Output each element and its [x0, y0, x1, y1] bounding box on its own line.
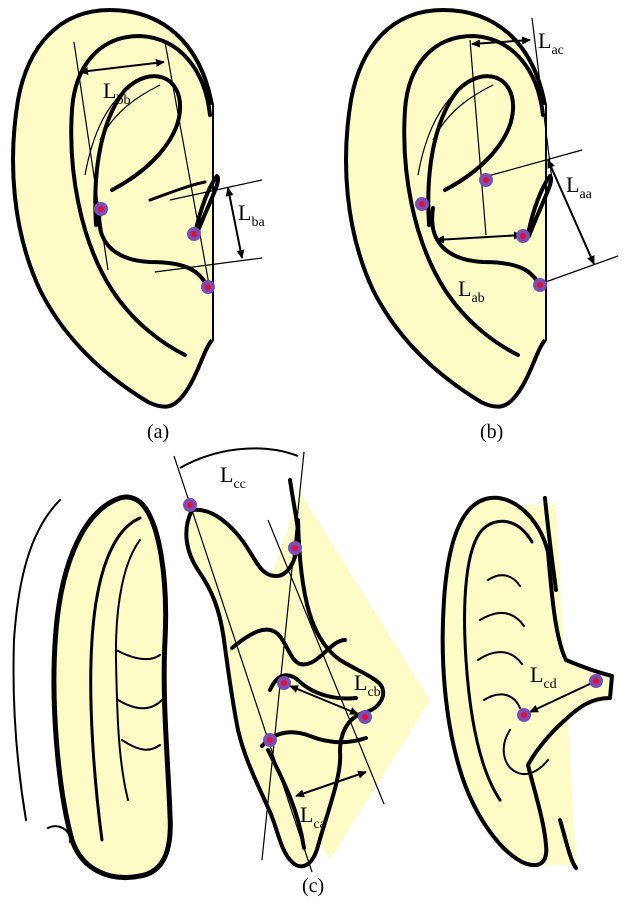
- label-lcc: Lcc: [220, 462, 246, 492]
- landmark-point-c2: [288, 541, 302, 555]
- ear-outline-c-left: [54, 497, 170, 877]
- label-lac: Lac: [538, 28, 564, 58]
- landmark-point-a2: [187, 227, 201, 241]
- ear-outline-b: [346, 10, 545, 407]
- panel-b: Lac Laa Lab (b): [346, 10, 618, 443]
- caption-b: (b): [480, 421, 503, 443]
- landmark-point-c6: [589, 674, 603, 688]
- panel-a: Lbb Lba (a): [13, 10, 265, 443]
- panel-c-left: [14, 497, 171, 877]
- caption-c: (c): [302, 875, 324, 897]
- landmark-point-a1: [94, 202, 108, 216]
- ear-outline-a: [13, 10, 212, 407]
- landmark-point-b1: [479, 173, 493, 187]
- landmark-point-c4: [358, 710, 372, 724]
- landmark-point-b3: [516, 229, 530, 243]
- caption-a: (a): [147, 421, 169, 443]
- label-laa: Laa: [566, 172, 593, 202]
- panel-c-middle: Lcc Lcb Lca (c): [174, 448, 430, 897]
- label-lba: Lba: [238, 200, 265, 230]
- landmark-point-c5: [263, 733, 277, 747]
- landmark-point-c7: [517, 708, 531, 722]
- panel-c-right: Lcd: [443, 498, 612, 868]
- landmark-point-b4: [533, 278, 547, 292]
- landmark-point-c1: [183, 498, 197, 512]
- landmark-point-c3: [277, 676, 291, 690]
- landmark-point-a3: [201, 280, 215, 294]
- landmark-point-b2: [415, 197, 429, 211]
